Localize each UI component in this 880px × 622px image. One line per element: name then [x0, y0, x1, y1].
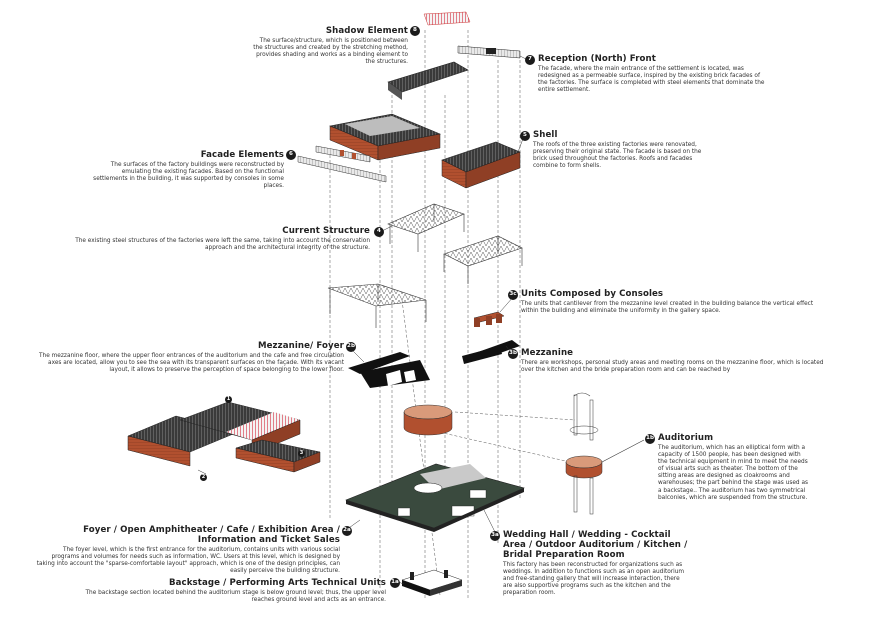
annotation-mezzanine-foyer: Mezzanine/ Foyer The mezzanine floor, wh… — [28, 341, 344, 374]
badge-7: 7 — [525, 55, 535, 65]
auditorium-exploded-drawing — [565, 392, 645, 515]
current-structure-drawing — [327, 203, 523, 328]
annotation-title: Foyer / Open Amphitheater / Cafe / Exhib… — [83, 525, 340, 545]
annotation-backstage: Backstage / Performing Arts Technical Un… — [80, 578, 386, 604]
auditorium-center-drawing — [403, 404, 453, 436]
annotation-description: The facade, where the main entrance of t… — [538, 66, 765, 94]
shell-right-drawing — [441, 141, 521, 189]
key-badge-3: 3 — [298, 450, 305, 457]
badge-6: 6 — [286, 150, 296, 160]
facade-elements-drawing — [297, 145, 387, 183]
badge-2a: 2a — [342, 526, 352, 536]
shell-left-drawing — [328, 113, 442, 161]
annotation-title: Auditorium — [658, 433, 714, 443]
roof-canopy-drawing — [387, 61, 469, 100]
annotation-description: This factory has been reconstructed for … — [503, 562, 685, 597]
badge-2b: 2b — [346, 342, 356, 352]
badge-4: 4 — [374, 227, 384, 237]
annotation-description: The auditorium, which has an elliptical … — [658, 445, 809, 501]
key-plan-drawing — [127, 401, 321, 475]
foyer-ground-drawing — [345, 463, 525, 532]
annotation-description: The backstage section located behind the… — [85, 590, 386, 604]
annotation-description: There are workshops, personal study area… — [521, 360, 824, 374]
annotation-title: Shell — [533, 130, 558, 140]
key-badge-1: 1 — [225, 396, 232, 403]
annotation-title: Mezzanine/ Foyer — [257, 341, 344, 351]
annotation-title: Facade Elements — [200, 150, 284, 160]
badge-1b: 1b — [645, 434, 655, 444]
annotation-shell: Shell The roofs of the three existing fa… — [533, 130, 713, 170]
alignment-lines — [329, 30, 576, 598]
badge-3a: 3a — [490, 531, 500, 541]
annotation-title: Reception (North) Front — [538, 54, 656, 64]
annotation-description: The foyer level, which is the first entr… — [36, 547, 340, 575]
annotation-reception-front: Reception (North) Front The facade, wher… — [538, 54, 768, 94]
reception-front-drawing — [457, 45, 521, 59]
badge-3c: 3c — [508, 290, 518, 300]
badge-3b: 3b — [508, 349, 518, 359]
console-units-drawing — [473, 311, 505, 327]
annotation-description: The units that cantilever from the mezza… — [521, 301, 814, 315]
annotation-title: Shadow Element — [325, 26, 408, 36]
annotation-mezzanine: Mezzanine There are workshops, personal … — [521, 348, 831, 374]
key-badge-2: 2 — [200, 474, 207, 481]
backstage-drawing — [401, 569, 463, 596]
annotation-auditorium: Auditorium The auditorium, which has an … — [658, 433, 810, 502]
annotation-description: The mezzanine floor, where the upper flo… — [39, 353, 344, 374]
badge-8: 8 — [410, 26, 420, 36]
badge-5: 5 — [520, 131, 530, 141]
annotation-facade-elements: Facade Elements The surfaces of the fact… — [88, 150, 284, 190]
annotation-description: The surface/structure, which is position… — [253, 38, 408, 66]
annotation-console-units: Units Composed by Consoles The units tha… — [521, 289, 821, 315]
badge-1a: 1a — [390, 578, 400, 588]
shadow-element-drawing — [423, 11, 471, 26]
annotation-title: Units Composed by Consoles — [521, 289, 664, 299]
annotation-description: The surfaces of the factory buildings we… — [93, 162, 284, 190]
annotation-description: The existing steel structures of the fac… — [75, 238, 370, 252]
annotation-shadow-element: Shadow Element The surface/structure, wh… — [252, 26, 408, 66]
annotation-title: Mezzanine — [521, 348, 574, 358]
annotation-description: The roofs of the three existing factorie… — [533, 142, 702, 170]
annotation-title: Wedding Hall / Wedding - Cocktail Area /… — [503, 530, 688, 560]
annotation-foyer: Foyer / Open Amphitheater / Cafe / Exhib… — [34, 525, 340, 575]
mezzanine-drawing — [478, 340, 520, 358]
annotation-title: Backstage / Performing Arts Technical Un… — [168, 578, 386, 588]
annotation-current-structure: Current Structure The existing steel str… — [70, 226, 370, 252]
annotation-title: Current Structure — [282, 226, 370, 236]
annotation-wedding-hall: Wedding Hall / Wedding - Cocktail Area /… — [503, 530, 689, 597]
